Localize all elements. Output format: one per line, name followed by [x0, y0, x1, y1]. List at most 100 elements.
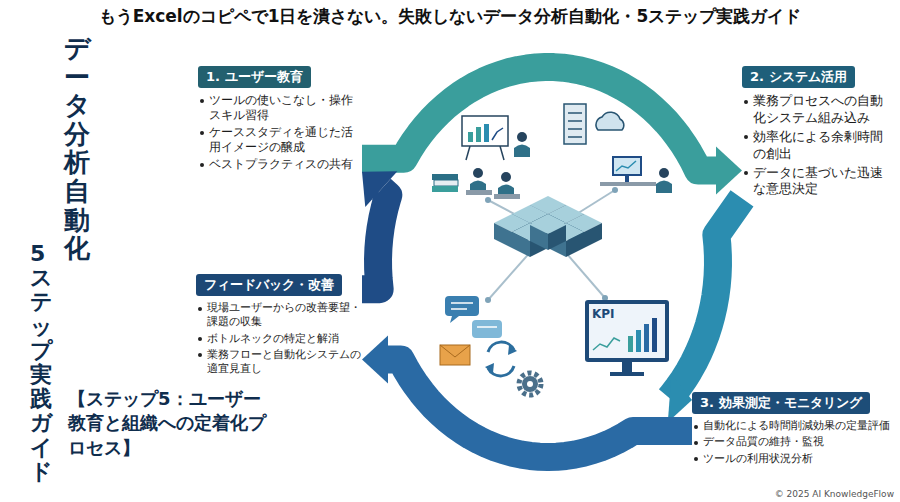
kpi-scene — [585, 300, 669, 376]
kpi-bar — [636, 330, 641, 352]
bullet-item: ボトルネックの特定と解消 — [196, 332, 362, 346]
bullet-item: 業務フローと自動化システムの適宜見直し — [196, 348, 362, 377]
cycle-arrow — [362, 171, 397, 289]
cycle-arrow — [362, 336, 692, 458]
stage-box: 2. システム活用業務プロセスへの自動化システム組み込み効率化による余剰時間の創… — [742, 66, 892, 198]
bullet-dot — [200, 99, 204, 103]
board-bar — [468, 132, 473, 142]
bullet-text: 効率化による余剰時間の創出 — [753, 129, 883, 161]
chat-line — [451, 308, 467, 310]
server-rack — [564, 104, 586, 144]
bullet-text: ツールの使いこなし・操作スキル習得 — [209, 93, 353, 122]
book — [432, 186, 458, 192]
kpi-screen — [589, 304, 665, 358]
server-slot — [568, 128, 582, 130]
bullet-text: データに基づいた迅速な意思決定 — [753, 165, 883, 197]
server-slot — [568, 112, 582, 114]
bullet-dot — [744, 171, 748, 175]
bullet-text: 現場ユーザーからの改善要望・課題の収集 — [207, 301, 361, 328]
kpi-monitor — [585, 300, 669, 362]
bullet-item: 現場ユーザーからの改善要望・課題の収集 — [196, 301, 362, 330]
desk — [466, 190, 492, 195]
gear-body — [522, 376, 538, 392]
bullet-dot — [198, 353, 202, 357]
board-bar — [476, 127, 481, 142]
bullet-dot — [744, 100, 748, 104]
hub-link-ends — [485, 187, 618, 303]
board-bar — [484, 124, 489, 142]
step-caption: 【ステップ5：ユーザー教育と組織への定着化プロセス】 — [68, 387, 268, 460]
operator — [656, 168, 672, 193]
chat-bubble — [445, 296, 479, 316]
kpi-label: KPI — [592, 307, 615, 321]
arrow-shaft — [388, 360, 692, 458]
monitor-stand — [622, 362, 632, 372]
kpi-bar — [628, 336, 633, 352]
envelope-flap — [440, 345, 470, 357]
server-slot — [568, 120, 582, 122]
screen-chart — [616, 161, 636, 171]
monitor-frame — [612, 156, 642, 176]
vertical-title: データ分析自動化 — [64, 34, 90, 263]
bullet-item: データに基づいた迅速な意思決定 — [742, 165, 892, 199]
cycle-icon-head — [485, 363, 494, 373]
bullet-item: ツールの使いこなし・操作スキル習得 — [198, 93, 362, 123]
arrow-head — [716, 146, 742, 194]
kpi-trend — [593, 338, 620, 350]
cycle-arrow — [668, 198, 742, 422]
bullet-text: 業務フローと自動化システムの適宜見直し — [207, 348, 361, 375]
easel-leg — [466, 146, 470, 160]
vertical-subtitle: 5ステップ実践ガイド — [30, 242, 52, 484]
stage-box: 3. 効果測定・モニタリング自動化による時間削減効果の定量評価データ品質の維持・… — [692, 392, 892, 466]
arrow-shaft — [362, 67, 716, 170]
arrow-shaft — [670, 198, 742, 398]
monitor-screen — [614, 158, 640, 174]
bullet-item: 自動化による時間削減効果の定量評価 — [692, 419, 892, 433]
bullet-item: データ品質の維持・監視 — [692, 435, 892, 449]
bullet-text: ベストプラクティスの共有 — [209, 157, 353, 171]
feedback-scene — [440, 296, 541, 395]
bullet-item: ベストプラクティスの共有 — [198, 157, 362, 172]
link-end — [485, 297, 491, 303]
chat-tail — [450, 316, 459, 323]
chat-bubble — [472, 320, 502, 338]
link-end — [485, 197, 491, 203]
bullet-dot — [694, 425, 698, 429]
automation-hub — [494, 196, 602, 257]
bullet-dot — [200, 131, 204, 135]
arrow-head — [362, 171, 397, 207]
gear-hole — [527, 381, 533, 387]
trainee — [470, 168, 486, 193]
monitor-stand — [625, 176, 629, 182]
presenter — [514, 132, 530, 157]
bullet-text: ツールの利用状況分析 — [703, 452, 813, 465]
board-line — [492, 128, 503, 140]
bullet-dot — [198, 337, 202, 341]
cycle-arrow — [362, 67, 742, 194]
stage-heading: 3. 効果測定・モニタリング — [692, 392, 870, 414]
chat-line — [451, 302, 473, 304]
server-slot — [568, 136, 582, 138]
link-end — [612, 187, 618, 193]
envelope — [440, 345, 470, 365]
hub-links — [488, 190, 615, 300]
desk — [494, 194, 520, 199]
training-scene — [432, 116, 530, 199]
stage-heading: 2. システム活用 — [742, 66, 855, 88]
bullet-dot — [744, 135, 748, 139]
bullet-dot — [200, 163, 204, 167]
kpi-bar — [652, 318, 657, 352]
bullet-dot — [694, 441, 698, 445]
bullet-text: データ品質の維持・監視 — [703, 435, 824, 448]
bullet-item: 業務プロセスへの自動化システム組み込み — [742, 93, 892, 127]
kpi-bar — [644, 324, 649, 352]
bullet-item: 効率化による余剰時間の創出 — [742, 129, 892, 163]
stage-heading: 1. ユーザー教育 — [198, 66, 311, 88]
book — [434, 180, 458, 186]
book — [432, 174, 458, 180]
monitor-base — [610, 372, 644, 376]
bullet-text: ケーススタディを通じた活用イメージの醸成 — [209, 125, 353, 154]
cloud-icon — [596, 112, 624, 130]
easel-leg — [500, 146, 504, 160]
